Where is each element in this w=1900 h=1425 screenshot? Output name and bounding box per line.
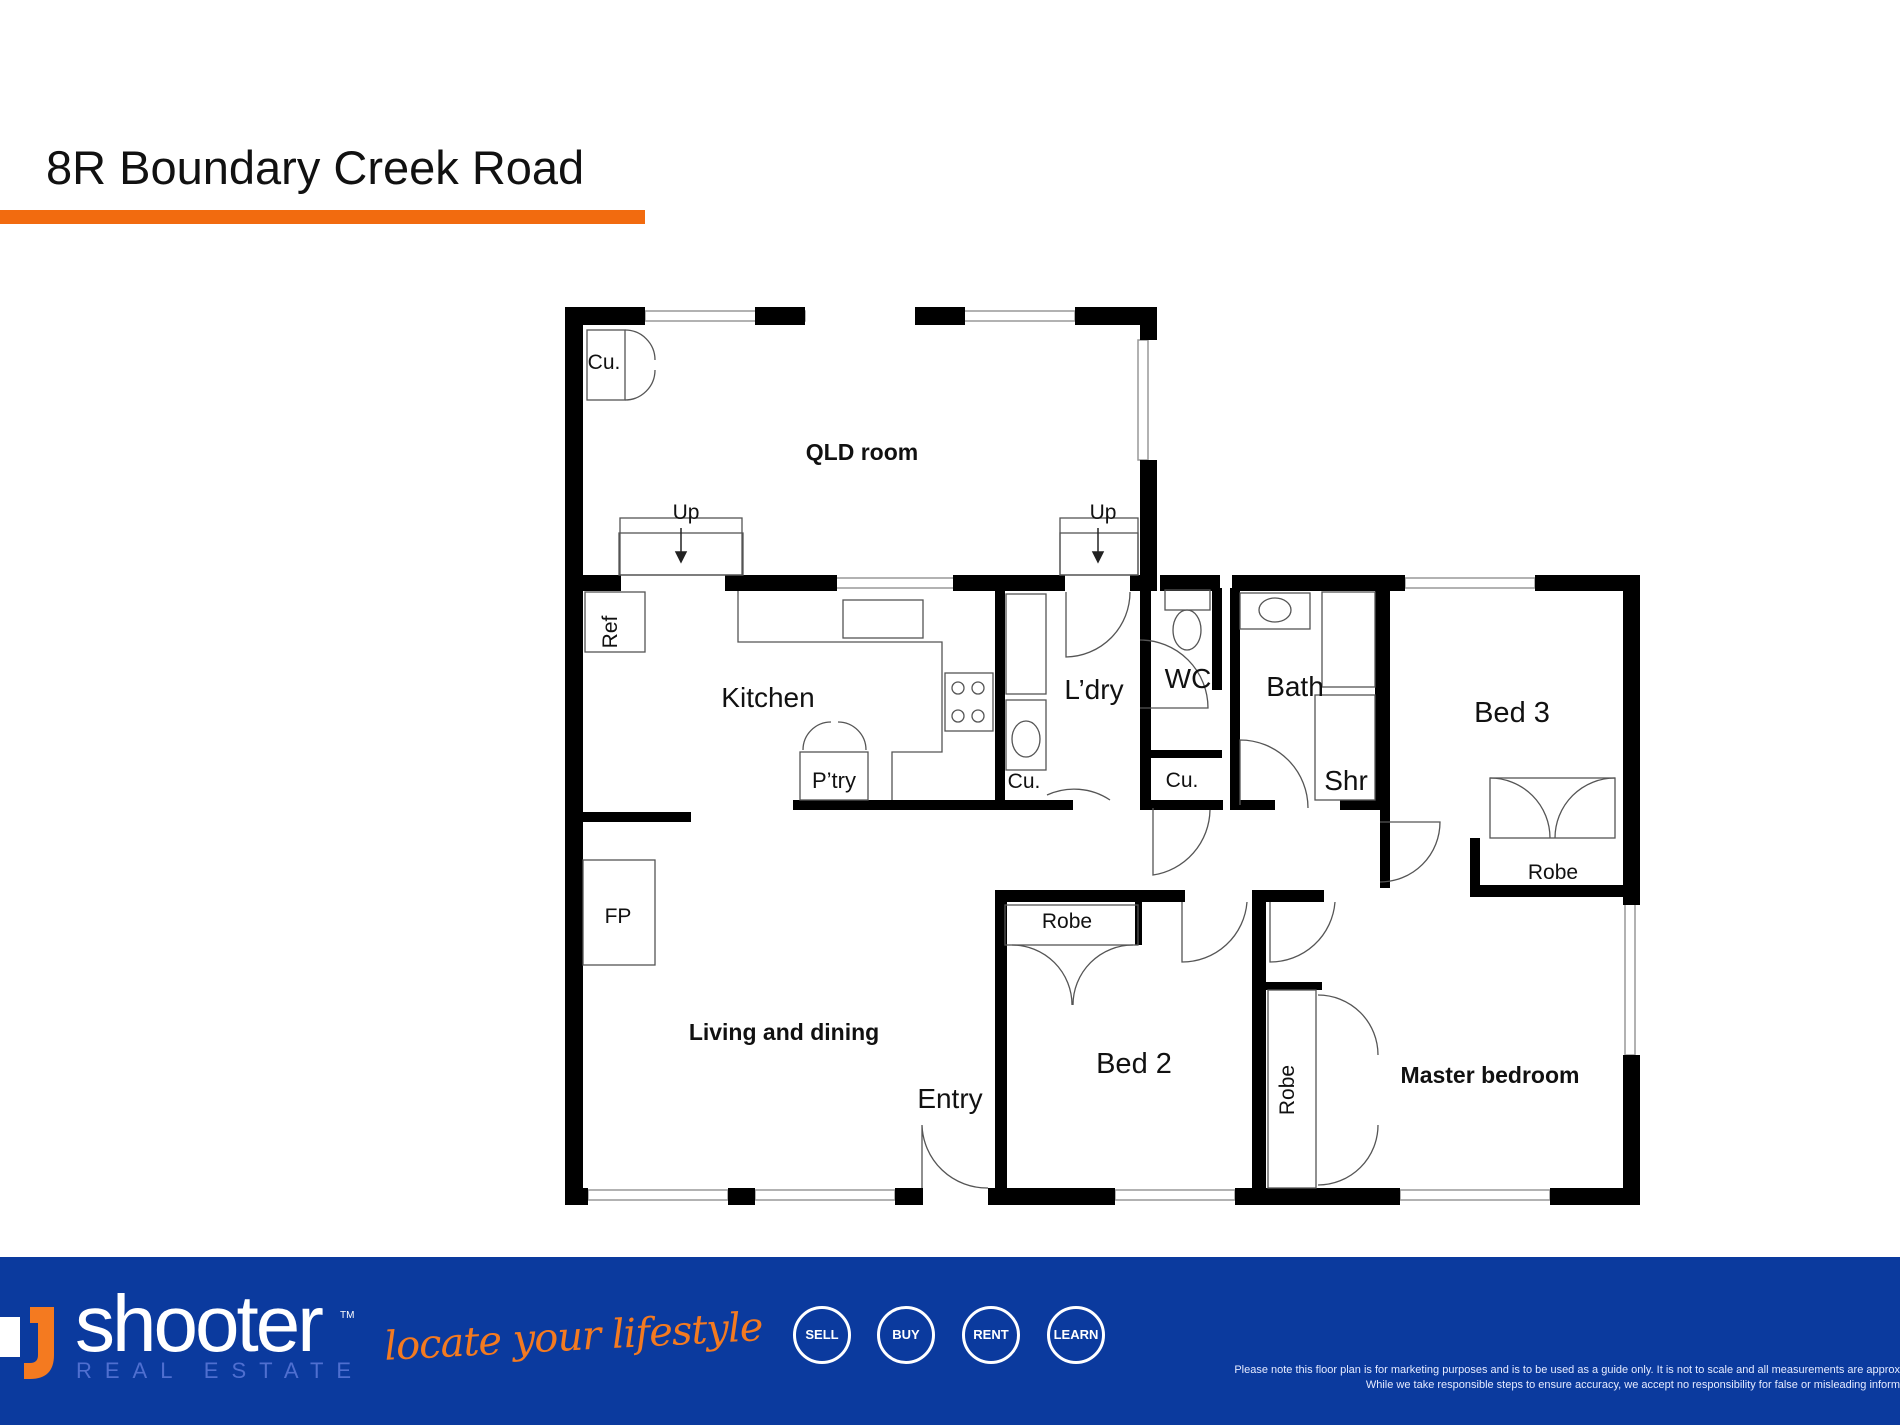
disclaimer-line-1: Please note this floor plan is for marke… — [1234, 1364, 1900, 1376]
shooter-logo-icon — [0, 1307, 54, 1379]
room-label-entry: Entry — [917, 1083, 982, 1114]
title-underline — [0, 210, 645, 224]
fixture-label-robe-bed2: Robe — [1042, 910, 1092, 933]
page-title: 8R Boundary Creek Road — [46, 141, 585, 194]
room-label-laundry: L’dry — [1064, 674, 1123, 705]
fixture-label-robe-bed3: Robe — [1528, 861, 1578, 884]
fixture-label-ref: Ref — [599, 615, 622, 648]
fixture-label-cu-laundry: Cu. — [1008, 770, 1041, 793]
rent-button[interactable]: RENT — [962, 1306, 1020, 1364]
fixture-label-robe-master: Robe — [1276, 1065, 1299, 1115]
room-label-living: Living and dining — [689, 1019, 879, 1045]
fixture-label-fp: FP — [605, 905, 632, 928]
brand-name: shooter — [75, 1279, 324, 1368]
sell-button[interactable]: SELL — [793, 1306, 851, 1364]
room-label-shower: Shr — [1324, 765, 1368, 796]
room-label-bed2: Bed 2 — [1096, 1048, 1172, 1080]
fixture-label-cu-qld: Cu. — [588, 351, 621, 374]
room-label-bath: Bath — [1266, 671, 1324, 702]
brand-subtitle: REAL ESTATE — [76, 1358, 365, 1383]
disclaimer-line-2: While we take responsible steps to ensur… — [1365, 1379, 1900, 1391]
room-label-qld: QLD room — [806, 439, 918, 465]
trademark-mark: TM — [340, 1310, 355, 1321]
room-label-master: Master bedroom — [1401, 1062, 1580, 1088]
room-label-kitchen: Kitchen — [721, 682, 814, 713]
room-label-wc: WC — [1165, 663, 1212, 694]
footer-bar — [0, 1257, 1900, 1425]
buy-button[interactable]: BUY — [877, 1306, 935, 1364]
room-label-bed3: Bed 3 — [1474, 697, 1550, 729]
fixture-label-up-right: Up — [1090, 501, 1117, 524]
floor-plan: QLD room Kitchen L’dry WC Bath Shr Bed 3… — [565, 307, 1640, 1205]
fixture-label-pantry: P’try — [812, 768, 856, 793]
fixture-label-cu-wc: Cu. — [1166, 769, 1199, 792]
fixture-label-up-left: Up — [673, 501, 700, 524]
disclaimer-text: Please note this floor plan is for marke… — [1100, 1363, 1900, 1393]
learn-button[interactable]: LEARN — [1047, 1306, 1105, 1364]
